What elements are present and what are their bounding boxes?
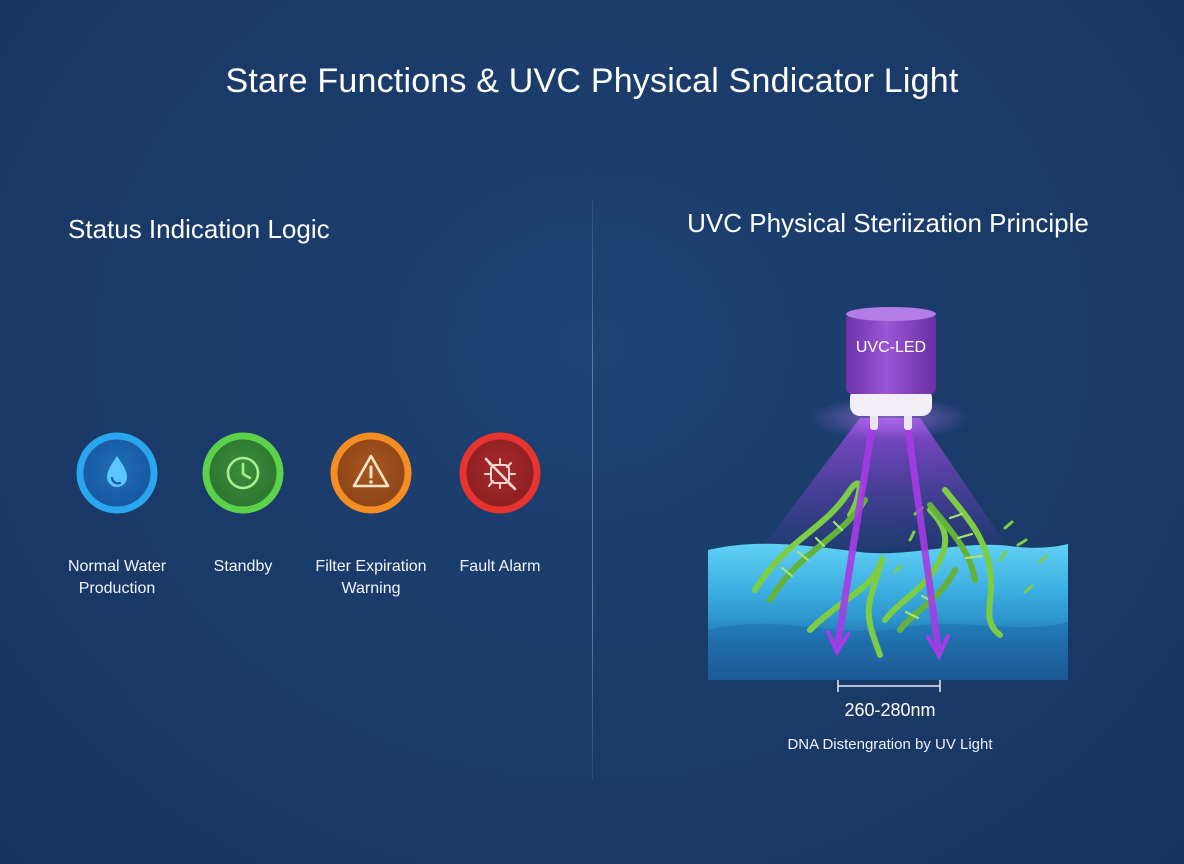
wavelength-label: 260-280nm bbox=[844, 700, 936, 720]
status-fault-alarm: Fault Alarm bbox=[420, 432, 580, 578]
status-label-line1: Normal Water bbox=[67, 558, 167, 575]
status-standby: Standby bbox=[163, 432, 323, 578]
status-filter-warning: Filter Expiration Warning bbox=[291, 432, 451, 600]
uv-light-cone bbox=[760, 418, 1010, 550]
uvc-sterilization-diagram: UVC-LED bbox=[708, 307, 1068, 692]
status-label-line1: Standby bbox=[213, 558, 273, 575]
status-normal-water: Normal Water Production bbox=[37, 432, 197, 600]
status-section-title: Status Indication Logic bbox=[68, 214, 330, 244]
uv-beams bbox=[826, 424, 950, 661]
section-divider bbox=[592, 200, 593, 780]
clock-icon bbox=[202, 432, 284, 514]
water-drop-icon bbox=[76, 432, 158, 514]
page-title: Stare Functions & UVC Physical Sndicator… bbox=[225, 62, 959, 100]
led-label: UVC-LED bbox=[856, 339, 926, 356]
status-label-line1: Fault Alarm bbox=[459, 558, 541, 575]
uvc-led bbox=[846, 307, 936, 430]
principle-section-title: UVC Physical Steriization Principle bbox=[687, 208, 1089, 238]
status-label-line2: Warning bbox=[341, 580, 401, 597]
no-bacteria-icon bbox=[459, 432, 541, 514]
status-label-line1: Filter Expiration bbox=[315, 558, 427, 575]
status-label-line2: Production bbox=[78, 580, 156, 597]
dna-caption: DNA Distengration by UV Light bbox=[787, 736, 993, 753]
warning-triangle-icon bbox=[330, 432, 412, 514]
wavelength-scale-bar bbox=[837, 680, 941, 692]
